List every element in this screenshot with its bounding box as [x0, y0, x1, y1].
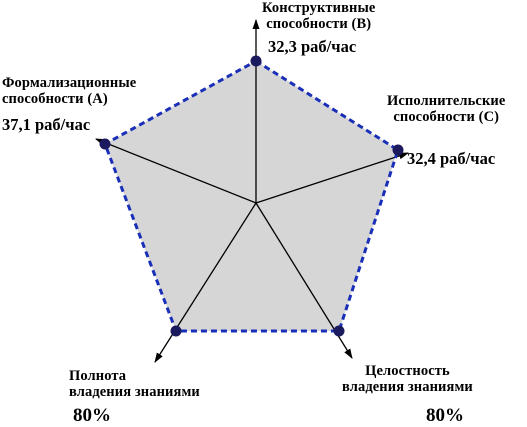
- point-d: [333, 325, 345, 337]
- label-e-value: 80%: [73, 405, 111, 426]
- label-d-value: 80%: [426, 405, 464, 426]
- axis-e: [154, 202, 257, 363]
- label-b-name: Конструктивные способности (В): [262, 0, 376, 33]
- point-e: [170, 325, 182, 337]
- label-e-name: Полнота владения знаниями: [69, 368, 200, 401]
- point-c: [392, 144, 404, 156]
- label-a-name: Формализационные способности (А): [2, 75, 137, 108]
- label-d-name: Целостность владения знаниями: [342, 363, 473, 396]
- axis-c: [255, 152, 409, 204]
- label-a-value: 37,1 раб/час: [2, 115, 91, 134]
- point-b: [250, 55, 262, 67]
- radar-area: [105, 61, 398, 331]
- point-a: [99, 138, 111, 150]
- label-b-value: 32,3 раб/час: [268, 37, 357, 56]
- axis-a: [95, 138, 257, 204]
- label-c-name: Исполнительские способности (С): [387, 93, 506, 126]
- label-c-value: 32,4 раб/час: [407, 149, 496, 168]
